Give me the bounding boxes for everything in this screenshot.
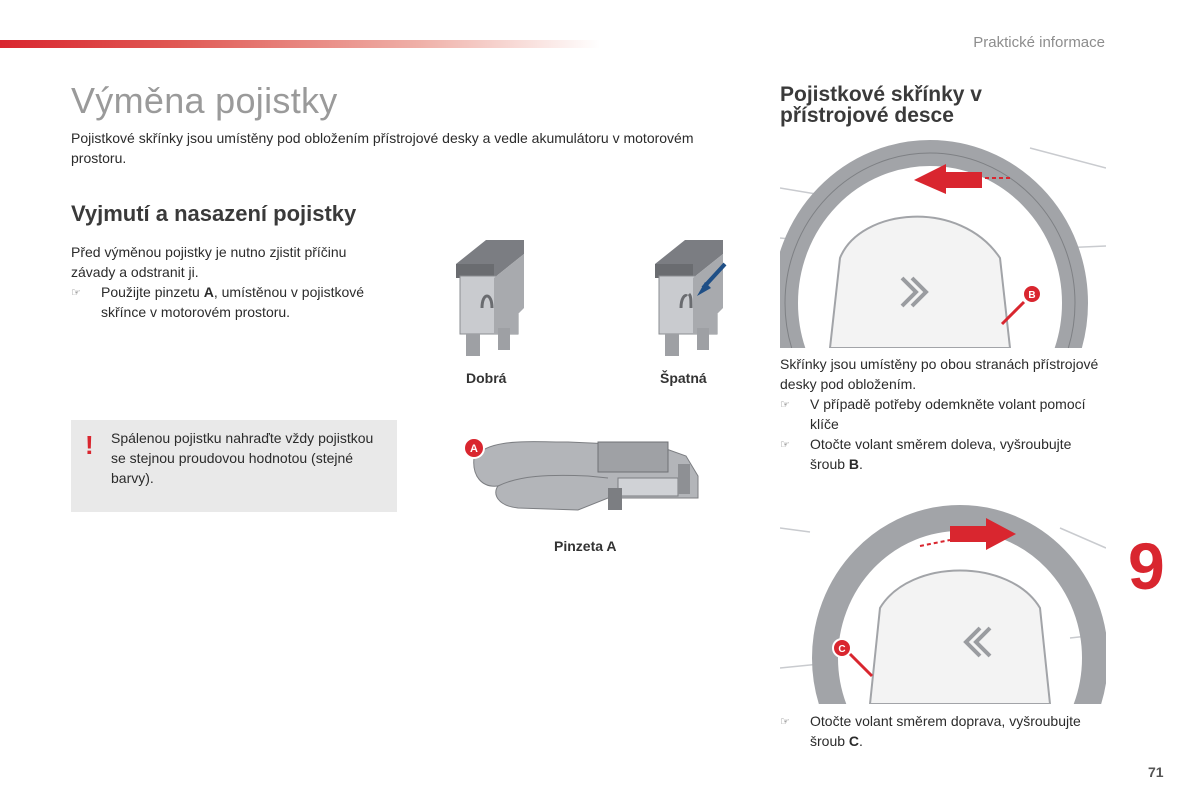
- good-fuse-label: Dobrá: [466, 370, 507, 386]
- left-paragraph: Před výměnou pojistky je nutno zjistit p…: [71, 244, 347, 280]
- bad-fuse-illustration: [655, 240, 727, 356]
- right-bullet-unlock: ☞ V případě potřeby odemkněte volant pom…: [780, 394, 1100, 434]
- right-bullet-right: ☞ Otočte volant směrem doprava, vyšroubu…: [780, 711, 1100, 751]
- left-section-heading: Vyjmutí a nasazení pojistky: [71, 201, 357, 226]
- warning-box: ! Spálenou pojistku nahraďte vždy pojist…: [71, 420, 397, 512]
- exclamation-icon: !: [85, 430, 94, 460]
- warning-text: Spálenou pojistku nahraďte vždy pojistko…: [111, 430, 374, 486]
- pointing-hand-icon: ☞: [780, 399, 790, 411]
- right-paragraph: Skřínky jsou umístěny po obou stranách p…: [780, 356, 1099, 392]
- tweezers-label: Pinzeta A: [554, 538, 617, 554]
- steering-wheel-right-illustration: C: [780, 488, 1106, 704]
- pointing-hand-icon: ☞: [780, 439, 790, 451]
- bullet-text: Použijte pinzetu A, umístěnou v pojistko…: [101, 284, 365, 320]
- section-header: Praktické informace: [973, 34, 1105, 51]
- right-section-heading: Pojistkové skřínky v přístrojové desce: [780, 83, 982, 127]
- left-bullet: ☞ Použijte pinzetu A, umístěnou v pojist…: [71, 282, 401, 322]
- good-fuse-illustration: [456, 240, 524, 356]
- tweezers-illustration: A: [463, 437, 699, 511]
- callout-c: C: [838, 644, 845, 655]
- header-accent-bar: [0, 40, 600, 48]
- bad-fuse-label: Špatná: [660, 370, 707, 386]
- right-bullet-left: ☞ Otočte volant směrem doleva, vyšroubuj…: [780, 434, 1100, 474]
- bullet-text: V případě potřeby odemkněte volant pomoc…: [810, 396, 1086, 432]
- steering-wheel-left-illustration: B: [780, 128, 1106, 348]
- callout-a: A: [470, 443, 478, 455]
- callout-b: B: [1028, 290, 1035, 301]
- pointing-hand-icon: ☞: [780, 716, 790, 728]
- bullet-text: Otočte volant směrem doprava, vyšroubujt…: [810, 713, 1081, 749]
- chapter-number: 9: [1128, 529, 1165, 603]
- page-title: Výměna pojistky: [71, 80, 338, 121]
- pointing-hand-icon: ☞: [71, 287, 81, 299]
- page-number: 71: [1148, 764, 1164, 780]
- intro-paragraph: Pojistkové skřínky jsou umístěny pod obl…: [71, 130, 694, 166]
- bullet-text: Otočte volant směrem doleva, vyšroubujte…: [810, 436, 1072, 472]
